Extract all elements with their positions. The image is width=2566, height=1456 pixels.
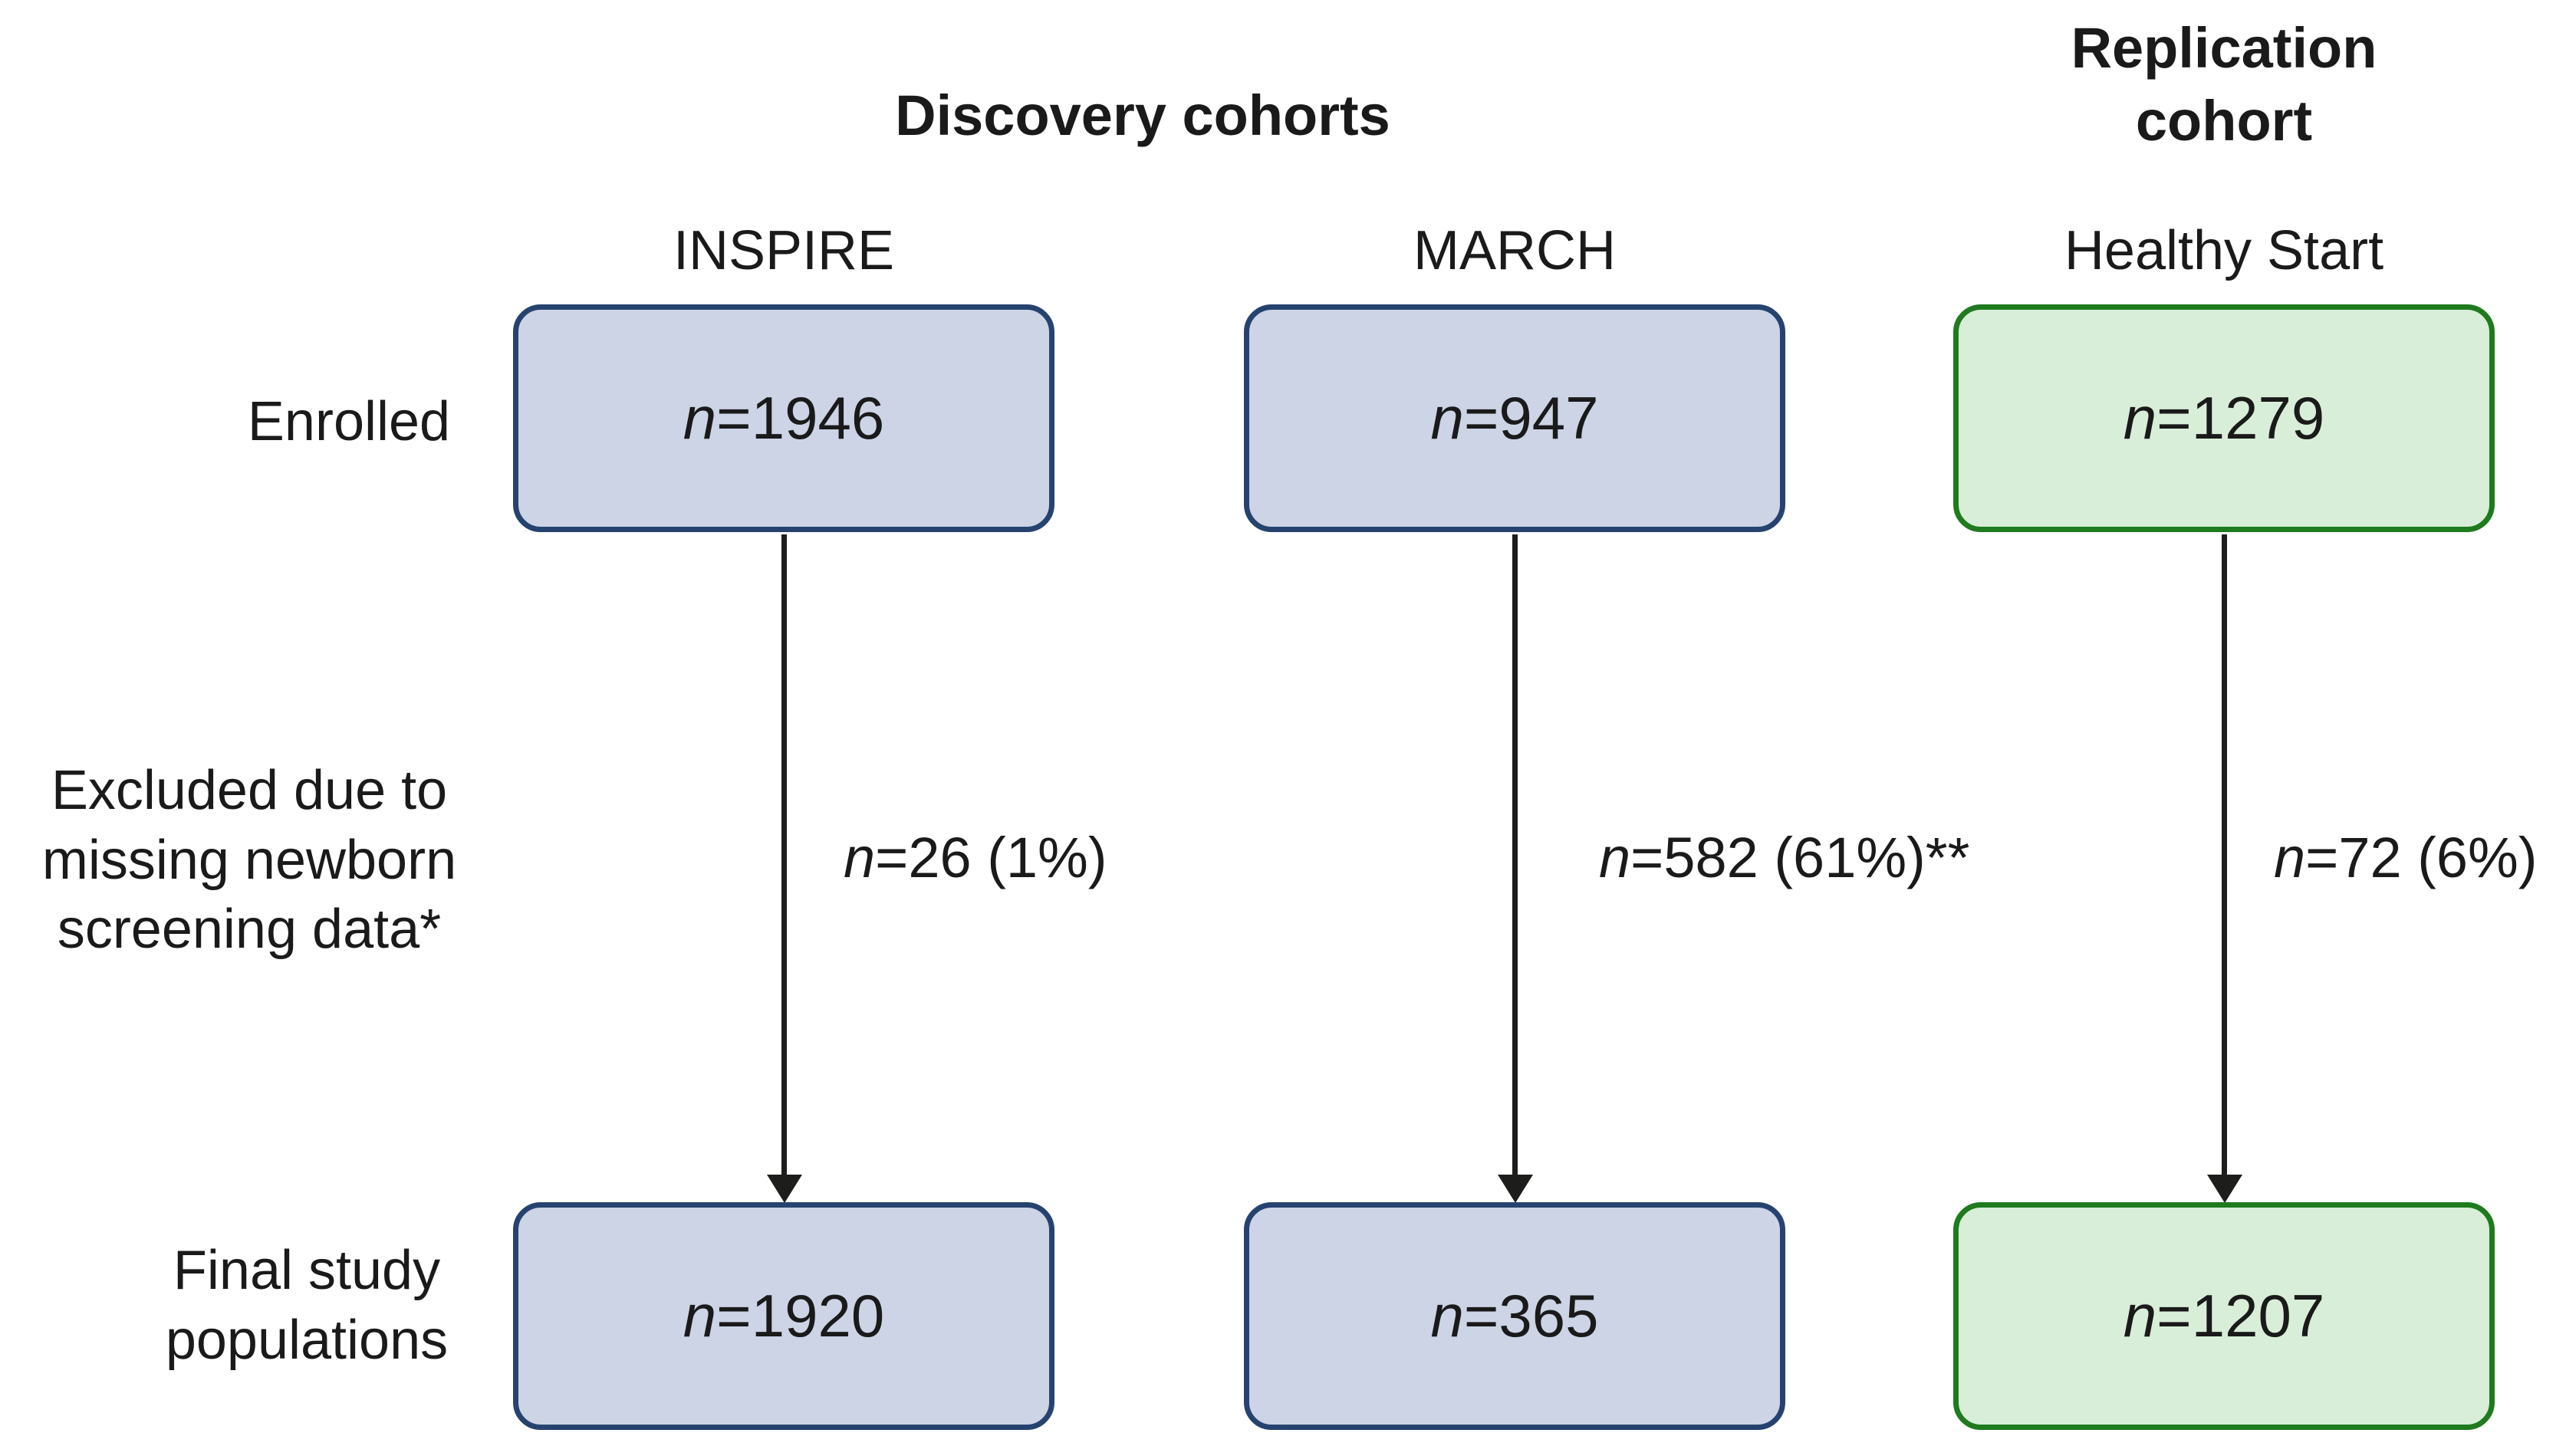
inspire-arrowhead-icon [767,1175,802,1203]
healthy-start-excluded-annotation: n=72 (6%) [2274,827,2537,889]
n-variable: n [2274,826,2306,889]
row-label-final-populations: Final study populations [165,1240,449,1371]
column-label-inspire: INSPIRE [673,220,895,281]
row-label-enrolled: Enrolled [247,391,451,452]
excluded-count: =72 (6%) [2305,826,2538,889]
march-excluded-annotation: n=582 (61%)** [1599,827,1969,889]
n-variable: n [1599,826,1631,889]
n-variable: n [844,826,876,889]
inspire-flow-arrow-line [781,534,787,1181]
inspire-final-box: n=1920 [513,1202,1054,1430]
healthy-start-final-box: n=1207 [1953,1202,2495,1430]
excluded-count: =582 (61%)** [1630,826,1970,889]
final-count: =1920 [716,1282,885,1349]
healthy-start-arrowhead-icon [2207,1175,2242,1203]
final-count: =365 [1463,1282,1599,1349]
n-variable: n [2123,1282,2157,1349]
n-variable: n [683,384,717,452]
n-variable: n [1430,1282,1464,1349]
excluded-count: =26 (1%) [875,826,1107,889]
discovery-cohorts-header: Discovery cohorts [895,84,1390,147]
healthy-start-flow-arrow-line [2222,534,2227,1181]
march-enrolled-box: n=947 [1244,304,1785,532]
inspire-enrolled-box: n=1946 [513,304,1054,532]
row-label-excluded: Excluded due to missing newborn screenin… [41,760,457,961]
n-variable: n [2123,384,2157,452]
final-count: =1207 [2156,1282,2325,1349]
march-flow-arrow-line [1512,534,1518,1181]
column-label-healthy-start: Healthy Start [2064,220,2384,281]
n-variable: n [1430,384,1464,452]
march-arrowhead-icon [1498,1175,1533,1203]
enrolled-count: =947 [1463,384,1599,452]
march-final-box: n=365 [1244,1202,1785,1430]
n-variable: n [683,1282,717,1349]
replication-cohort-header: Replication cohort [2071,16,2377,153]
inspire-excluded-annotation: n=26 (1%) [844,827,1107,889]
enrolled-count: =1279 [2156,384,2325,452]
healthy-start-enrolled-box: n=1279 [1953,304,2495,532]
enrolled-count: =1946 [716,384,885,452]
column-label-march: MARCH [1413,220,1616,281]
